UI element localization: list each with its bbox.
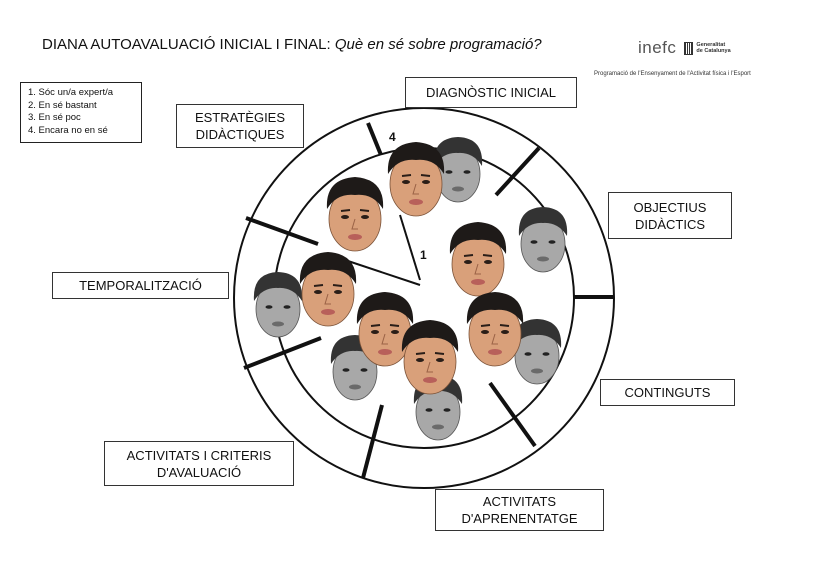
logo-gen-line2: de Catalunya [696,48,731,54]
face [298,251,358,327]
legend-item: 3. En sé poc [28,112,81,123]
divider-bottom [361,404,384,479]
face [386,141,446,217]
label-text: DIAGNÒSTIC INICIAL [425,85,557,100]
diagram-title: DIANA AUTOAVALUACIÓ INICIAL I FINAL: Què… [42,36,542,53]
logo-inefc-text: inefc [638,38,677,57]
divider-top [366,122,383,156]
divider-lower-right [488,381,537,448]
label-text: D'AVALUACIÓ [156,464,242,480]
label-text: OBJECTIUS [633,199,707,215]
legend-item: 2. En sé bastant [28,99,97,111]
ring-label-4: 4 [389,130,396,144]
title-main: DIANA AUTOAVALUACIÓ INICIAL I FINAL: [42,36,335,53]
label-activitats-criteris-avaluacio: ACTIVITATS I CRITERIS D'AVALUACIÓ [104,441,294,486]
logo-gen-line1: Generalitat [696,42,726,48]
label-objectius-didactics: OBJECTIUS DIDÀCTICS [608,192,732,239]
face [400,319,460,395]
label-continguts: CONTINGUTS [600,379,735,406]
face-gray [518,206,568,273]
label-activitats-aprenentatge: ACTIVITATS D'APRENENTATGE [435,489,604,531]
ring-label-1: 1 [420,248,427,262]
face-gray [253,271,303,338]
legend-item: 1. Sóc un/a expert/a [28,87,114,98]
label-text: CONTINGUTS [624,385,711,400]
face [465,291,525,367]
label-text: ACTIVITATS [482,494,557,509]
divider-lower-left [243,336,322,370]
label-temporalitzacio: TEMPORALITZACIÓ [52,272,229,299]
subtitle: Programació de l'Ensenyament de l'Activi… [594,71,751,77]
legend-box: 1. Sóc un/a expert/a 2. En sé bastant 3.… [20,82,142,143]
label-diagnostic-inicial: DIAGNÒSTIC INICIAL [405,77,577,108]
label-estrategies-didactiques: ESTRATÈGIES DIDÀCTIQUES [176,104,304,148]
label-text: ESTRATÈGIES [194,110,286,125]
face [325,176,385,252]
title-question: Què en sé sobre programació? [334,36,542,53]
label-text: DIDÀCTIQUES [195,127,285,142]
label-text: D'APRENENTATGE [461,511,578,526]
face [448,221,508,297]
label-text: DIDÀCTICS [634,216,706,232]
section-dividers [243,122,613,479]
divider-inner [399,214,421,281]
inefc-logo: inefc Generalitat de Catalunya [638,38,731,58]
label-text: ACTIVITATS I CRITERIS [126,447,272,463]
divider-upper-left [245,216,319,246]
generalitat-flag-icon [684,41,694,55]
legend-item: 4. Encara no en sé [28,124,108,136]
generalitat-logo: Generalitat de Catalunya [684,41,731,55]
divider-upper-right [494,146,541,197]
label-text: TEMPORALITZACIÓ [79,278,202,293]
